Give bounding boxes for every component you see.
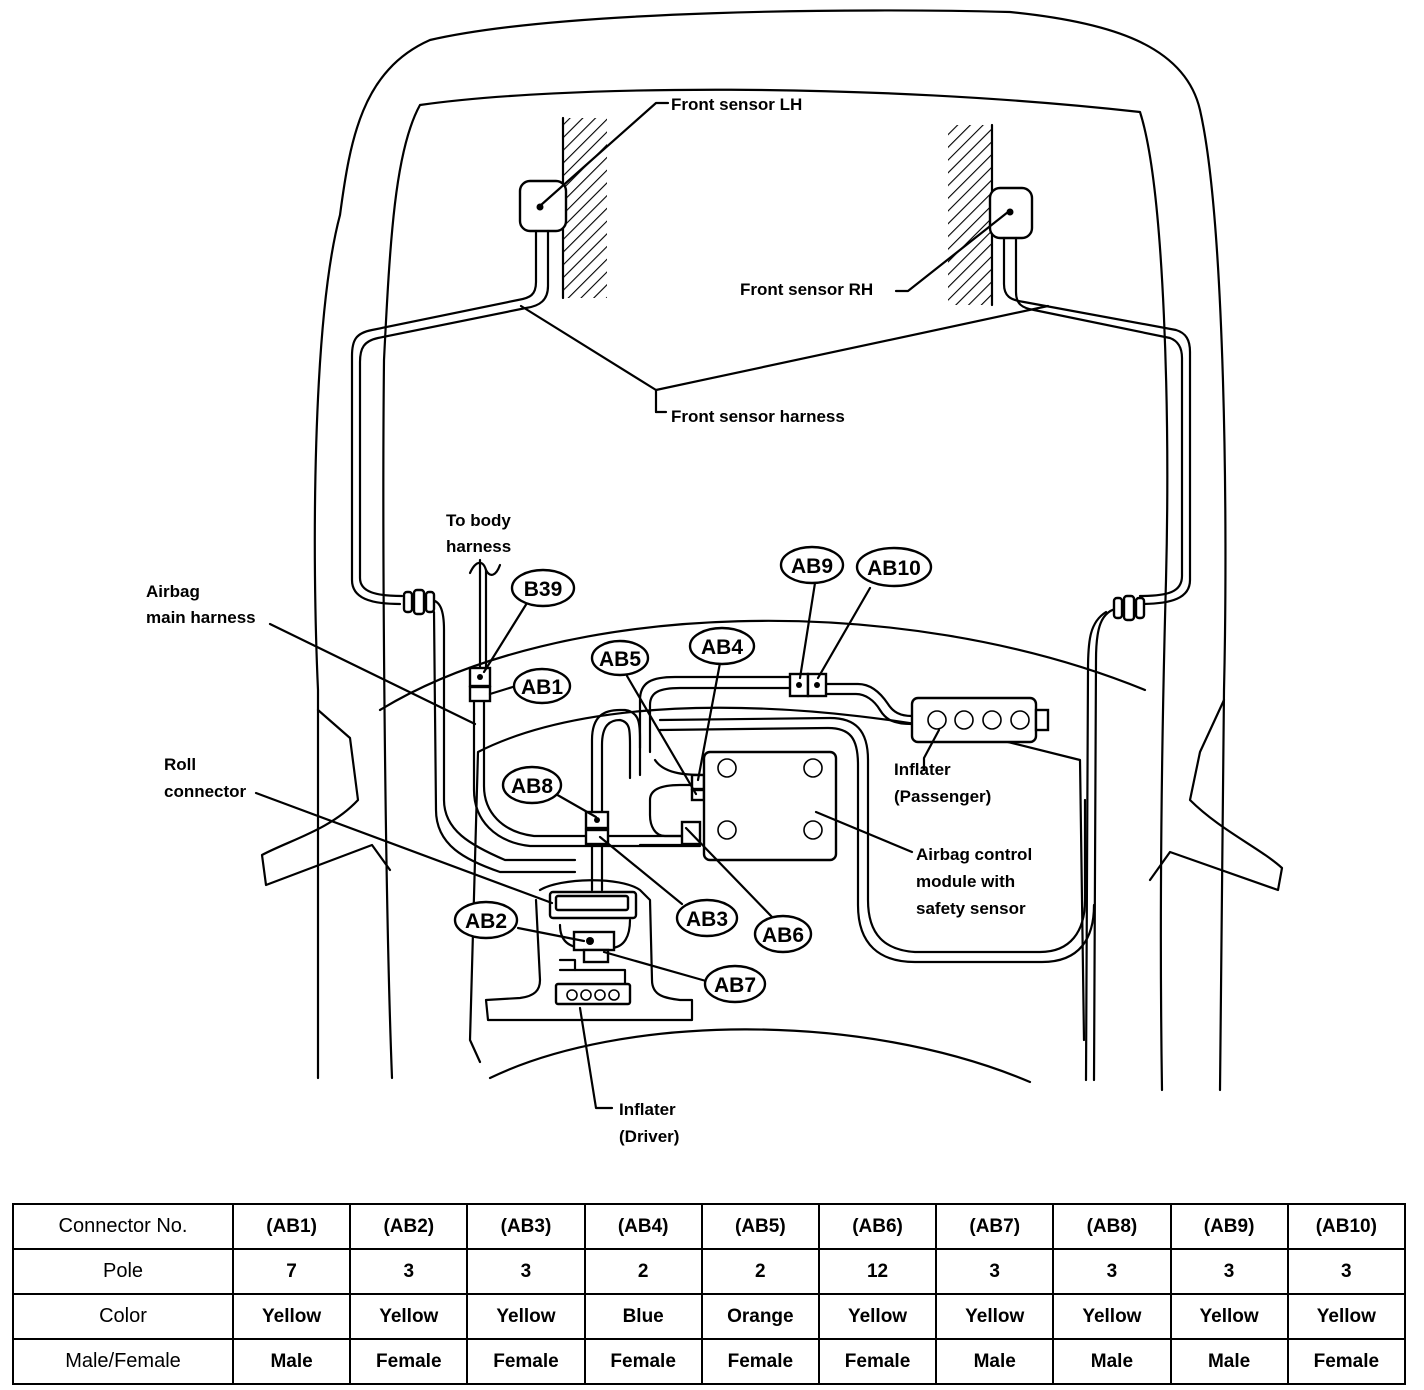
table-cell: Male (231, 1338, 352, 1385)
table-cell: Orange (700, 1293, 820, 1340)
table-cell: 3 (1286, 1248, 1407, 1295)
row-male-female: Male/Female Male Female Female Female Fe… (12, 1338, 1407, 1385)
row-header: Color (12, 1293, 234, 1340)
svg-text:AB6: AB6 (762, 924, 804, 947)
table-cell: Female (349, 1338, 469, 1385)
tag-ab8: AB8 (501, 765, 563, 805)
tag-ab9: AB9 (779, 545, 845, 585)
table-cell: Yellow (1169, 1293, 1289, 1340)
table-cell: Yellow (349, 1293, 469, 1340)
grommet-left-icon (402, 588, 436, 616)
airbag-main-harness-label: Airbag main harness (146, 582, 256, 627)
row-header: Pole (12, 1248, 234, 1295)
tag-ab1: AB1 (512, 667, 572, 705)
hatched-area-right (948, 125, 992, 305)
to-body-harness-label: To body harness (446, 511, 516, 556)
front-sensor-harness-label: Front sensor harness (671, 407, 845, 426)
table-cell: 12 (817, 1248, 938, 1295)
svg-text:AB2: AB2 (465, 910, 507, 933)
table-cell: (AB4) (583, 1203, 703, 1250)
table-cell: 3 (1169, 1248, 1289, 1295)
connector-ab2-icon (582, 948, 610, 964)
front-sensor-rh-label: Front sensor RH (740, 280, 873, 299)
svg-text:AB8: AB8 (511, 775, 553, 798)
connector-spec-table: Connector No. (AB1) (AB2) (AB3) (AB4) (A… (12, 1203, 1407, 1385)
tag-ab6: AB6 (753, 914, 813, 954)
table-cell: 3 (466, 1248, 586, 1295)
svg-text:AB4: AB4 (701, 636, 743, 659)
table-cell: 3 (935, 1248, 1055, 1295)
leader-lines (254, 101, 1050, 1110)
airbag-control-module-label: Airbag control module with safety sensor (916, 845, 1037, 918)
inflator-driver-label: Inflater (Driver) (619, 1100, 680, 1146)
grommet-right-icon (1112, 594, 1146, 622)
table-cell: (AB9) (1169, 1203, 1289, 1250)
front-sensor-harness-wire (350, 229, 1192, 1082)
table-cell: (AB5) (700, 1203, 820, 1250)
car-body-outline (260, 9, 1284, 1092)
tag-ab4: AB4 (688, 626, 756, 666)
table-cell: Female (1286, 1338, 1407, 1385)
svg-text:AB3: AB3 (686, 908, 728, 931)
hatched-area-left (563, 118, 607, 298)
table-cell: 2 (700, 1248, 820, 1295)
table-cell: 2 (583, 1248, 703, 1295)
table-cell: 3 (1052, 1248, 1172, 1295)
table-cell: Blue (583, 1293, 703, 1340)
table-cell: Yellow (466, 1293, 586, 1340)
table-cell: (AB2) (349, 1203, 469, 1250)
front-sensor-lh-label: Front sensor LH (671, 95, 802, 114)
row-pole: Pole 7 3 3 2 2 12 3 3 3 3 (12, 1248, 1407, 1295)
table-cell: Male (1052, 1338, 1172, 1385)
table-cell: Female (817, 1338, 938, 1385)
table-cell: Yellow (817, 1293, 938, 1340)
table-cell: (AB6) (817, 1203, 938, 1250)
table-cell: Yellow (935, 1293, 1055, 1340)
table-cell: 7 (231, 1248, 352, 1295)
svg-text:AB9: AB9 (791, 555, 833, 578)
table-cell: Female (466, 1338, 586, 1385)
svg-text:AB7: AB7 (714, 974, 756, 997)
tag-ab3: AB3 (675, 898, 739, 938)
airbag-harness-diagram: Front sensor LH Front sensor RH Front se… (146, 9, 1284, 1146)
table-cell: 3 (349, 1248, 469, 1295)
table-cell: Yellow (1286, 1293, 1407, 1340)
table-cell: Female (583, 1338, 703, 1385)
connector-ab3-icon (584, 828, 610, 846)
svg-text:AB5: AB5 (599, 648, 641, 671)
table-cell: Female (700, 1338, 820, 1385)
row-header: Male/Female (12, 1338, 234, 1385)
roll-connector-label: Roll connector (164, 755, 247, 801)
tag-ab7: AB7 (703, 964, 767, 1004)
connector-ab1-icon (468, 685, 492, 703)
table-cell: (AB1) (231, 1203, 352, 1250)
table-cell: (AB10) (1286, 1203, 1407, 1250)
table-cell: (AB8) (1052, 1203, 1172, 1250)
airbag-main-harness-wire (468, 558, 1096, 964)
row-header: Connector No. (12, 1203, 234, 1250)
svg-text:AB10: AB10 (867, 557, 921, 580)
table-cell: Male (1169, 1338, 1289, 1385)
tag-ab2: AB2 (453, 900, 519, 940)
row-color: Color Yellow Yellow Yellow Blue Orange Y… (12, 1293, 1407, 1340)
svg-text:AB1: AB1 (521, 676, 563, 699)
inflator-passenger-icon (910, 696, 1050, 744)
table-cell: Male (935, 1338, 1055, 1385)
inflator-passenger-label: Inflater (Passenger) (894, 760, 991, 806)
tag-ab10: AB10 (855, 546, 933, 588)
row-connector-no: Connector No. (AB1) (AB2) (AB3) (AB4) (A… (12, 1203, 1407, 1250)
table-cell: Yellow (231, 1293, 352, 1340)
tag-ab5: AB5 (590, 639, 650, 677)
svg-text:B39: B39 (524, 578, 563, 601)
steering-area (484, 879, 694, 1022)
airbag-control-module-icon (702, 750, 838, 862)
tag-b39: B39 (510, 568, 576, 608)
table-cell: Yellow (1052, 1293, 1172, 1340)
table-cell: (AB3) (466, 1203, 586, 1250)
table-cell: (AB7) (935, 1203, 1055, 1250)
